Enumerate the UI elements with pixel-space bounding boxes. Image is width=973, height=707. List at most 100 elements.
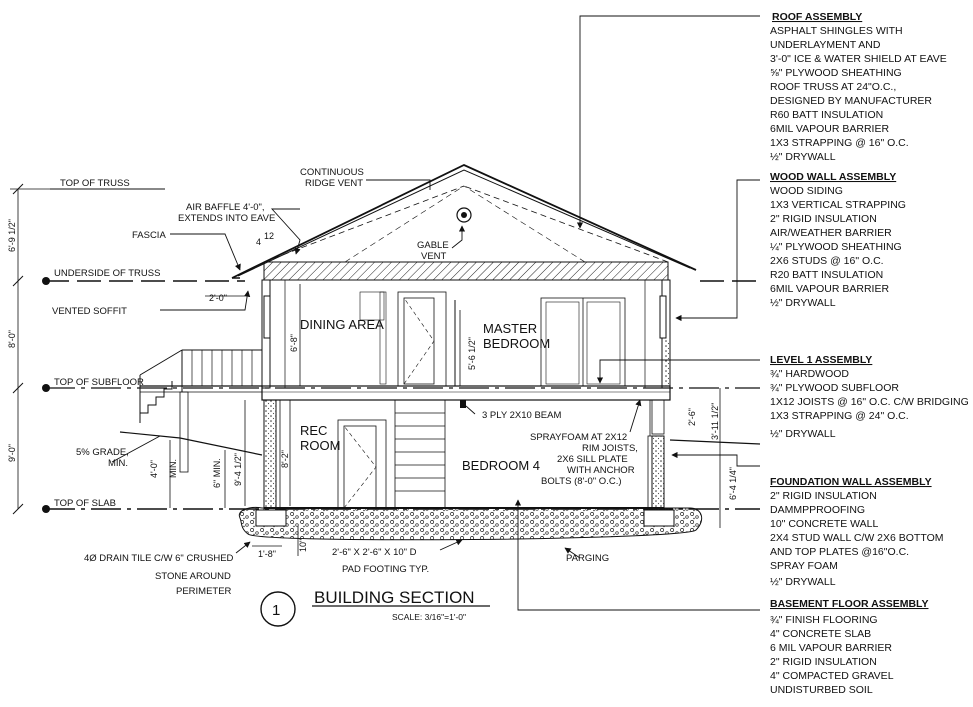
dim-basement: 9'-0" — [7, 444, 17, 462]
wall-spec-line: 2X6 STUDS @ 16" O.C. — [770, 255, 884, 267]
dim-footing-depth: 10" — [298, 539, 308, 552]
dim-six-min: 6" MIN. — [212, 458, 222, 488]
dim-main-floor: 8'-0" — [7, 330, 17, 348]
foundation-spec-line: 2" RIGID INSULATION — [770, 490, 877, 502]
roof-assembly-spec: ROOF ASSEMBLY ASPHALT SHINGLES WITH UNDE… — [770, 11, 947, 163]
roof-spec-line: ASPHALT SHINGLES WITH — [770, 25, 903, 37]
basement-assembly-spec: BASEMENT FLOOR ASSEMBLY ¾" FINISH FLOORI… — [770, 598, 928, 696]
level1-spec-line: ¾" HARDWOOD — [770, 368, 849, 380]
wall-spec-line: 6MIL VAPOUR BARRIER — [770, 283, 889, 295]
dimension-lines — [169, 284, 721, 556]
room-master-line1: MASTER — [483, 321, 537, 336]
note-slope-run: 12 — [264, 231, 274, 241]
foundation-assembly-heading: FOUNDATION WALL ASSEMBLY — [770, 476, 932, 488]
note-gable-vent-2: VENT — [421, 251, 447, 262]
foundation-spec-line: AND TOP PLATES @16"O.C. — [770, 546, 909, 558]
level-top-of-truss: TOP OF TRUSS — [60, 178, 130, 189]
leaders — [111, 15, 760, 611]
note-sprayfoam-2: RIM JOISTS, — [582, 443, 638, 454]
level1-spec-line: ½" DRYWALL — [770, 428, 836, 440]
basement-spec-line: 6 MIL VAPOUR BARRIER — [770, 642, 892, 654]
foundation-spec-line: 2X4 STUD WALL C/W 2X6 BOTTOM — [770, 532, 943, 544]
basement-spec-line: ¾" FINISH FLOORING — [770, 614, 878, 626]
note-pad-footing-1: 2'-6" X 2'-6" X 10" D — [332, 547, 417, 558]
note-ridge-vent-2: RIDGE VENT — [305, 178, 363, 189]
roof-spec-line: ½" DRYWALL — [770, 151, 836, 163]
drawing-title: BUILDING SECTION — [314, 588, 475, 607]
dim-footing-width: 1'-8" — [258, 549, 276, 559]
basement-spec-line: 2" RIGID INSULATION — [770, 656, 877, 668]
dim-window-well: 2'-6" — [687, 408, 697, 426]
section-number-circle — [260, 591, 296, 627]
roof-spec-line: UNDERLAYMENT AND — [770, 39, 881, 51]
note-gable-vent-1: GABLE — [417, 240, 449, 251]
level1-spec-line: 1X3 STRAPPING @ 24" O.C. — [770, 410, 909, 422]
deck-stairs — [139, 349, 262, 473]
level-lines — [10, 183, 760, 515]
note-sprayfoam-1: SPRAYFOAM AT 2X12 — [530, 432, 627, 443]
note-pad-footing-2: PAD FOOTING TYP. — [342, 564, 429, 575]
dim-door-height: 6'-8" — [289, 334, 299, 352]
wall-assembly-spec: WOOD WALL ASSEMBLY WOOD SIDING 1X3 VERTI… — [770, 171, 906, 309]
note-air-baffle-2: EXTENDS INTO EAVE — [178, 213, 275, 224]
wall-spec-line: AIR/WEATHER BARRIER — [770, 227, 892, 239]
roof-spec-line: DESIGNED BY MANUFACTURER — [770, 95, 932, 107]
dim-foundation-height: 6'-4 1/4" — [728, 467, 738, 500]
basement-assembly-heading: BASEMENT FLOOR ASSEMBLY — [770, 598, 928, 610]
foundation-assembly-spec: FOUNDATION WALL ASSEMBLY 2" RIGID INSULA… — [770, 476, 943, 588]
basement-spec-line: 4" COMPACTED GRAVEL — [770, 670, 894, 682]
dim-above-grade: 3'-11 1/2" — [710, 403, 720, 440]
note-vented-soffit: VENTED SOFFIT — [52, 306, 127, 317]
note-slope-rise: 4 — [256, 237, 261, 247]
room-bedroom-4: BEDROOM 4 — [462, 458, 540, 473]
dim-frost-depth: 4'-0" — [149, 460, 159, 478]
foundation-spec-line: SPRAY FOAM — [770, 560, 838, 572]
note-ridge-vent-1: CONTINUOUS — [300, 167, 364, 178]
dim-overhang: 2'-0" — [209, 293, 227, 303]
foundation-spec-line: 10" CONCRETE WALL — [770, 518, 879, 530]
dim-basement-height: 9'-4 1/2" — [233, 453, 243, 486]
wall-spec-line: 2" RIGID INSULATION — [770, 213, 877, 225]
roof-spec-line: 1X3 STRAPPING @ 16" O.C. — [770, 137, 909, 149]
note-parging: PARGING — [566, 553, 609, 564]
roof-assembly-heading: ROOF ASSEMBLY — [772, 11, 862, 23]
room-dining-area: DINING AREA — [300, 317, 384, 332]
note-sprayfoam-3: 2X6 SILL PLATE — [557, 454, 628, 465]
roof-spec-line: R60 BATT INSULATION — [770, 109, 883, 121]
wall-spec-line: ¼" PLYWOOD SHEATHING — [770, 241, 902, 253]
roof-spec-line: ROOF TRUSS AT 24"O.C., — [770, 81, 896, 93]
level-underside-of-truss: UNDERSIDE OF TRUSS — [54, 268, 160, 279]
dim-frost-min: MIN. — [168, 459, 178, 478]
note-fascia: FASCIA — [132, 230, 166, 241]
note-sprayfoam-5: BOLTS (8'-0" O.C.) — [541, 476, 622, 487]
roof-spec-line: 6MIL VAPOUR BARRIER — [770, 123, 889, 135]
note-beam: 3 PLY 2X10 BEAM — [482, 410, 561, 421]
level-top-of-slab: TOP OF SLAB — [54, 498, 116, 509]
drawing-scale: SCALE: 3/16"=1'-0" — [392, 612, 466, 622]
room-master-line2: BEDROOM — [483, 336, 550, 351]
note-air-baffle-1: AIR BAFFLE 4'-0", — [186, 202, 265, 213]
basement — [119, 399, 761, 541]
roof-spec-line: 3'-0" ICE & WATER SHIELD AT EAVE — [770, 53, 947, 65]
wall-assembly-heading: WOOD WALL ASSEMBLY — [770, 171, 896, 183]
note-sprayfoam-4: WITH ANCHOR — [567, 465, 635, 476]
basement-spec-line: 4" CONCRETE SLAB — [770, 628, 871, 640]
main-floor-walls — [261, 279, 671, 401]
note-drain-tile-2: STONE AROUND — [155, 571, 231, 582]
section-number: 1 — [272, 602, 280, 619]
dim-master-window: 5'-6 1/2" — [467, 337, 477, 370]
level-top-of-subfloor: TOP OF SUBFLOOR — [54, 377, 144, 388]
level1-spec-line: 1X12 JOISTS @ 16" O.C. C/W BRIDGING — [770, 396, 969, 408]
level1-assembly-spec: LEVEL 1 ASSEMBLY ¾" HARDWOOD ¾" PLYWOOD … — [770, 354, 969, 440]
dim-truss-height: 6'-9 1/2" — [7, 219, 17, 252]
foundation-spec-line: ½" DRYWALL — [770, 576, 836, 588]
note-grade-1: 5% GRADE, — [76, 447, 129, 458]
note-drain-tile-1: 4Ø DRAIN TILE C/W 6" CRUSHED — [84, 553, 234, 564]
level1-spec-line: ¾" PLYWOOD SUBFLOOR — [770, 382, 899, 394]
dim-ceiling-height: 8'-2" — [280, 450, 290, 468]
wall-spec-line: ½" DRYWALL — [770, 297, 836, 309]
foundation-spec-line: DAMMPPROOFING — [770, 504, 865, 516]
wall-spec-line: R20 BATT INSULATION — [770, 269, 883, 281]
